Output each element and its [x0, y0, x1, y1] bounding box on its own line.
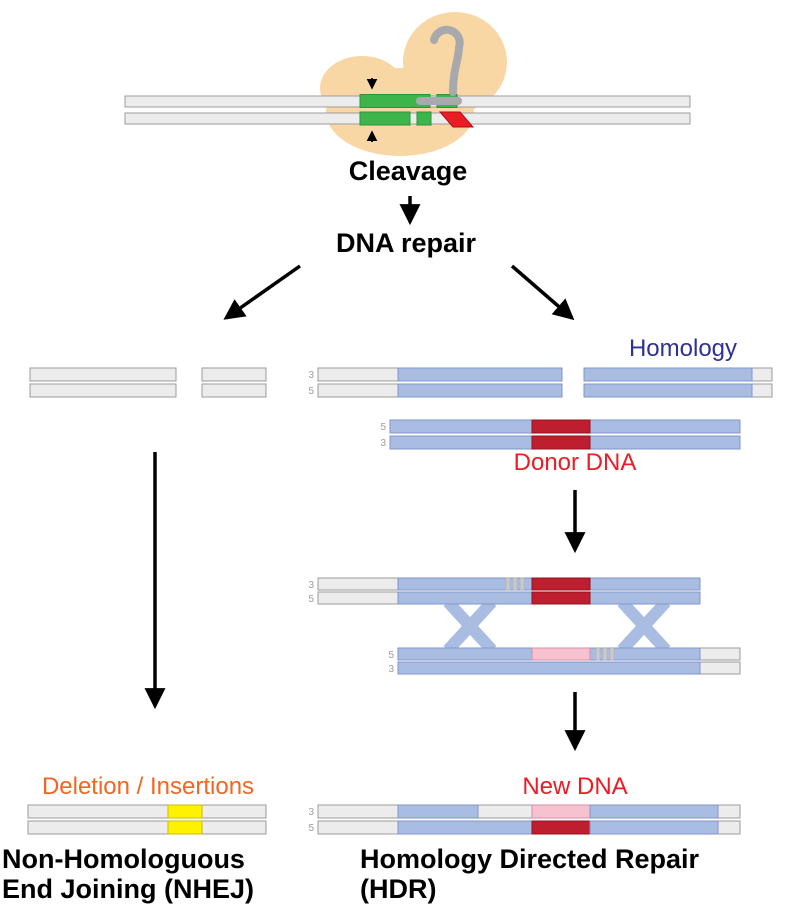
- nhej-title-line2: End Joining (NHEJ): [2, 874, 254, 904]
- strand-label: 5: [308, 386, 314, 397]
- frag-strand: [201, 367, 267, 382]
- insert-segment: [531, 591, 591, 605]
- pairing-tick: [595, 647, 601, 661]
- target-green-bottom-short: [416, 111, 432, 126]
- nhej-title-line1: Non-Homologuous: [2, 844, 245, 874]
- hdr-broken-fragment-right: [583, 367, 773, 398]
- crossover-band: [617, 597, 671, 655]
- pairing-tick: [505, 577, 511, 591]
- nhej-product-duplex: [27, 804, 267, 835]
- frag-strand: [201, 383, 267, 398]
- strand-label: 3: [308, 807, 314, 818]
- arrow-branch-hdr: [510, 264, 575, 321]
- strand-label: 3: [388, 664, 394, 675]
- donor-dna-label: Donor DNA: [514, 449, 637, 476]
- strand-label: 5: [388, 650, 394, 661]
- hdr-product-duplex: 3 5: [308, 804, 741, 835]
- indel-segment: [167, 820, 203, 835]
- nhej-broken-fragment-right: [201, 367, 267, 398]
- homology-arm: [583, 383, 753, 398]
- homology-label: Homology: [629, 335, 737, 362]
- hdr-title-line2: (HDR): [360, 874, 436, 904]
- homology-arm: [397, 383, 563, 398]
- strand-label: 5: [308, 823, 314, 834]
- cleavage-label: Cleavage: [349, 156, 468, 186]
- junction-lower-duplex: 5 3: [388, 647, 741, 675]
- deletion-insertions-label: Deletion / Insertions: [42, 773, 254, 800]
- pairing-tick: [602, 647, 608, 661]
- strand-label: 5: [380, 422, 386, 433]
- new-dna-label: New DNA: [522, 773, 627, 800]
- insert-segment: [531, 577, 591, 591]
- homology-arm: [583, 367, 753, 382]
- donor-insert: [531, 435, 591, 450]
- synthesized-segment: [531, 647, 591, 661]
- hdr-broken-fragment-left: 3 5: [308, 367, 563, 398]
- homology-arm: [397, 804, 479, 819]
- pairing-tick: [512, 577, 518, 591]
- homology-arm: [397, 820, 533, 835]
- homology-arm: [589, 804, 719, 819]
- target-green-bottom-long: [359, 111, 411, 126]
- frag-strand: [29, 367, 177, 382]
- product-strand: [27, 820, 267, 835]
- cas9-protein-blob: [320, 12, 507, 156]
- donor-dna-duplex: 5 3: [380, 419, 741, 450]
- strand-label: 3: [308, 370, 314, 381]
- junction-strand-blue: [397, 661, 701, 675]
- dna-repair-label: DNA repair: [336, 228, 477, 258]
- nhej-broken-fragment-left: [29, 367, 177, 398]
- frag-strand: [29, 383, 177, 398]
- crossover-band: [443, 597, 497, 655]
- homology-arm: [397, 367, 563, 382]
- sgrna-hairpin-icon: [416, 25, 464, 105]
- homology-arm: [589, 820, 719, 835]
- indel-segment: [167, 804, 203, 819]
- junction-upper-duplex: 3 5: [308, 577, 701, 605]
- strand-label: 5: [308, 594, 314, 605]
- rna-hairpin-loop: [430, 25, 464, 96]
- new-strand-segment: [531, 804, 591, 819]
- donor-insert: [531, 419, 591, 434]
- insert-segment: [531, 820, 591, 835]
- strand-exchange-intermediate: 3 5 5 3: [308, 577, 741, 675]
- cas9-left-bump: [320, 56, 404, 120]
- strand-label: 3: [308, 580, 314, 591]
- arrow-branch-nhej: [223, 264, 302, 320]
- pairing-tick: [519, 577, 525, 591]
- strand-label: 3: [380, 438, 386, 449]
- cleaved-red-fragment: [438, 111, 475, 128]
- product-strand: [27, 804, 267, 819]
- hdr-title-line1: Homology Directed Repair: [360, 844, 700, 874]
- pairing-tick: [609, 647, 615, 661]
